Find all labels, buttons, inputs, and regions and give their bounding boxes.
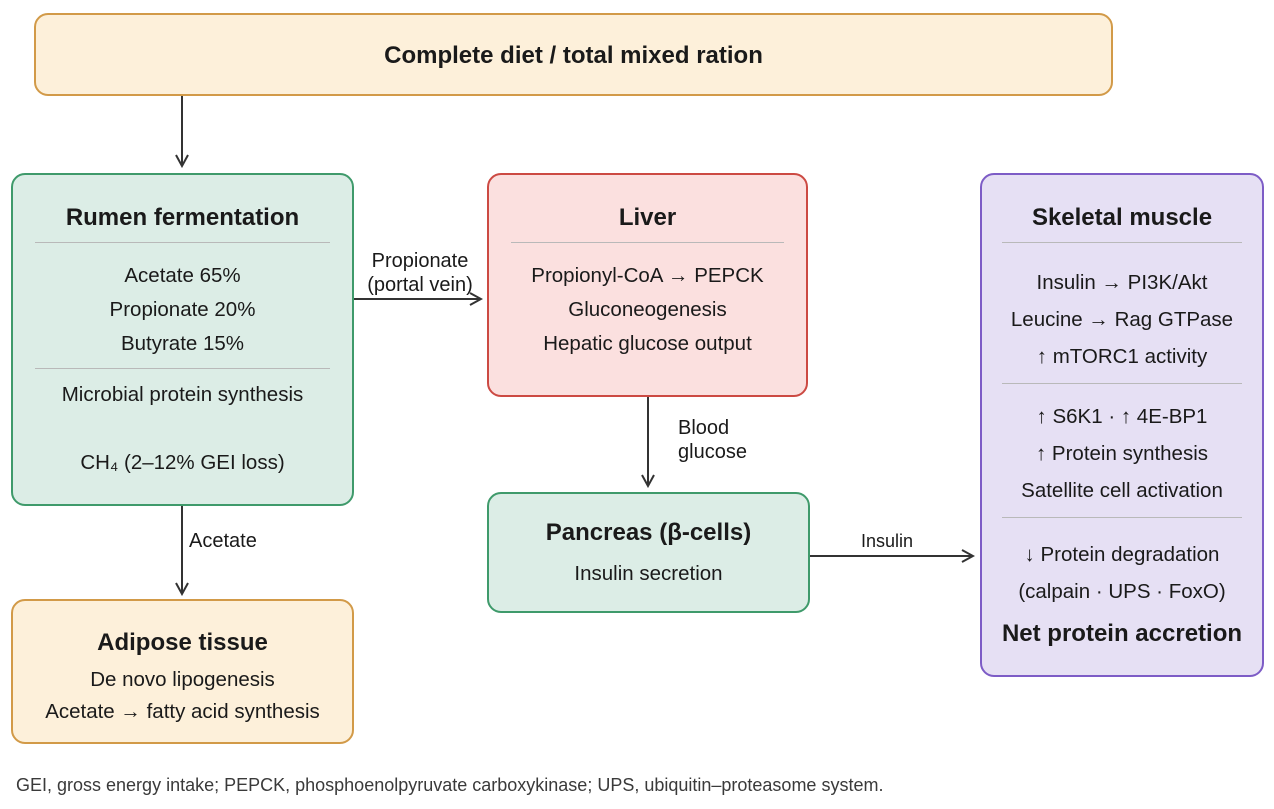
edge-label-blood-glucose-line-1: Blood <box>678 417 730 439</box>
liver-divider <box>511 242 784 243</box>
liver-box: Liver Propionyl-CoA → PEPCK Gluconeogene… <box>487 173 808 397</box>
rumen-microbial-protein: Microbial protein synthesis <box>61 383 304 406</box>
rumen-fermentation-box: Rumen fermentation Acetate 65% Propionat… <box>11 173 354 506</box>
adipose-line-2: Acetate → fatty acid synthesis <box>45 700 320 723</box>
adipose-line-1: De novo lipogenesis <box>90 668 275 691</box>
muscle-title: Skeletal muscle <box>1031 204 1213 231</box>
muscle-divider-2 <box>1002 383 1242 384</box>
liver-title: Liver <box>618 204 677 231</box>
muscle-g2-line-1: ↑ S6K1 · ↑ 4E-BP1 <box>1036 405 1208 428</box>
pancreas-line-1: Insulin secretion <box>574 562 723 585</box>
edge-label-insulin: Insulin <box>861 531 914 551</box>
liver-line-3: Hepatic glucose output <box>543 332 752 355</box>
edge-label-acetate: Acetate <box>189 530 257 552</box>
rumen-title: Rumen fermentation <box>65 204 300 231</box>
pancreas-title: Pancreas (β-cells) <box>545 519 752 546</box>
adipose-title: Adipose tissue <box>97 629 268 656</box>
adipose-tissue-box: Adipose tissue De novo lipogenesis Aceta… <box>11 599 354 744</box>
skeletal-muscle-box: Skeletal muscle Insulin → PI3K/Akt Leuci… <box>980 173 1264 677</box>
muscle-g1-line-1: Insulin → PI3K/Akt <box>1036 271 1208 294</box>
muscle-g1-line-3: ↑ mTORC1 activity <box>1036 345 1208 368</box>
diet-box: Complete diet / total mixed ration <box>34 13 1113 96</box>
muscle-divider-1 <box>1002 242 1242 243</box>
muscle-g2-line-3: Satellite cell activation <box>1021 479 1223 502</box>
pancreas-box: Pancreas (β-cells) Insulin secretion <box>487 492 810 613</box>
rumen-vfa-butyrate: Butyrate 15% <box>120 332 245 355</box>
edge-label-propionate-line-1: Propionate <box>371 250 469 272</box>
muscle-g3-line-1: ↓ Protein degradation <box>1024 543 1220 566</box>
muscle-g3-line-2: (calpain · UPS · FoxO) <box>1018 580 1226 603</box>
liver-line-2: Gluconeogenesis <box>568 298 727 321</box>
rumen-vfa-propionate: Propionate 20% <box>109 298 256 321</box>
liver-line-1: Propionyl-CoA → PEPCK <box>531 264 764 287</box>
muscle-result: Net protein accretion <box>1001 620 1243 647</box>
rumen-divider-1 <box>35 242 330 243</box>
footnote: GEI, gross energy intake; PEPCK, phospho… <box>16 775 884 795</box>
diet-title: Complete diet / total mixed ration <box>384 42 763 69</box>
muscle-g2-line-2: ↑ Protein synthesis <box>1035 442 1209 465</box>
rumen-divider-2 <box>35 368 330 369</box>
muscle-divider-3 <box>1002 517 1242 518</box>
edge-label-propionate-line-2: (portal vein) <box>367 274 473 296</box>
muscle-g1-line-2: Leucine → Rag GTPase <box>1010 308 1234 331</box>
edge-label-propionate: Propionate (portal vein) <box>364 249 476 297</box>
edge-label-blood-glucose: Blood glucose <box>678 416 747 464</box>
rumen-methane: CH₄ (2–12% GEI loss) <box>80 451 285 474</box>
rumen-vfa-acetate: Acetate 65% <box>124 264 241 287</box>
edge-label-blood-glucose-line-2: glucose <box>678 441 747 463</box>
